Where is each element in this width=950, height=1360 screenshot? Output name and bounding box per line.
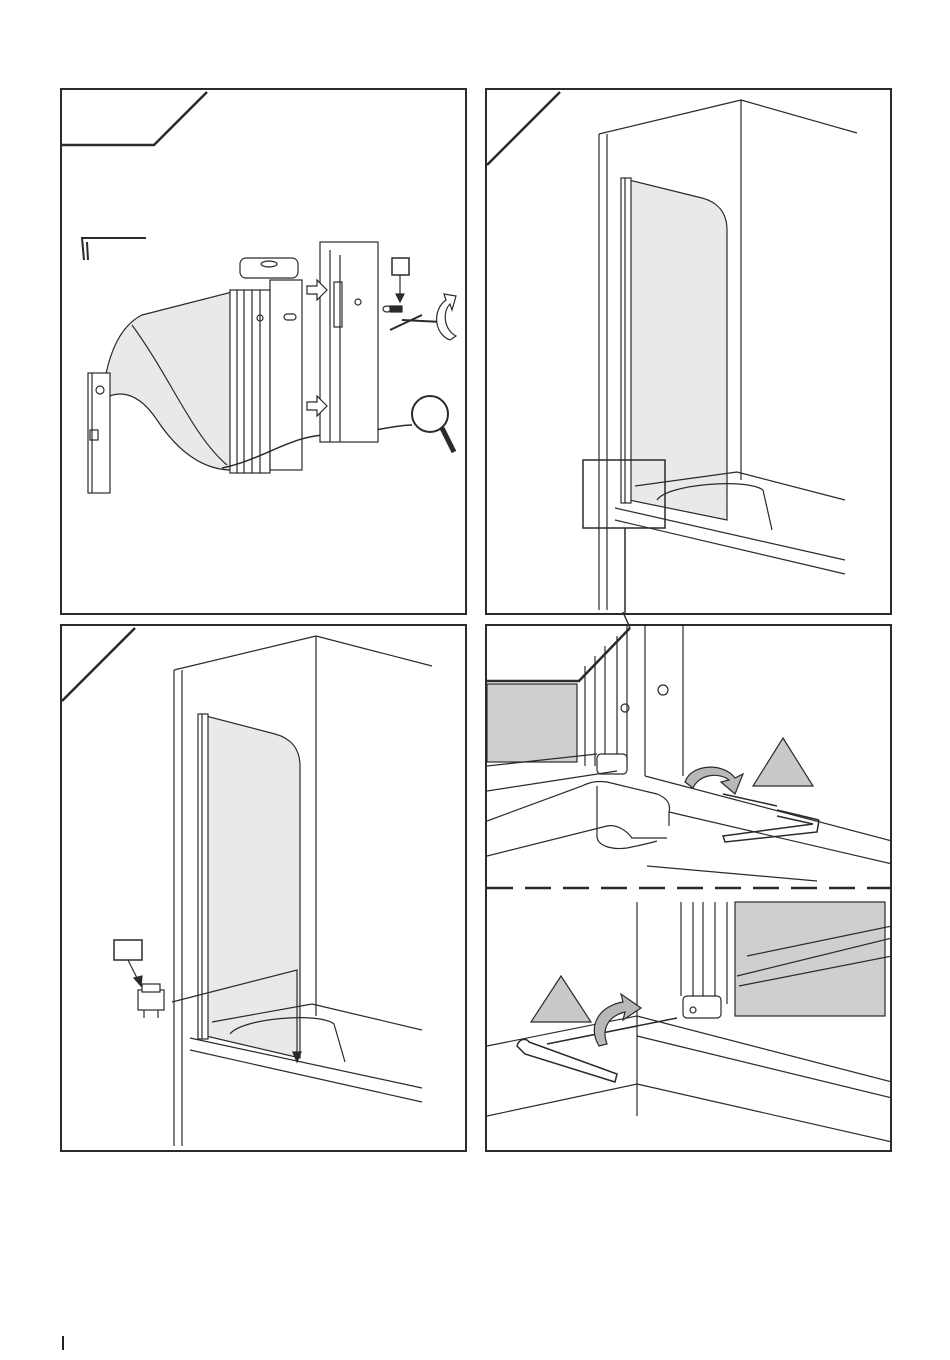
step-tab <box>62 92 207 145</box>
profile <box>621 178 631 503</box>
rotate-arrow-icon <box>437 294 456 340</box>
profile <box>198 714 208 1039</box>
step-panel-2 <box>485 88 892 615</box>
step-panel-4 <box>485 624 892 1152</box>
glass-detail-bottom <box>735 902 885 1016</box>
step-tab <box>487 92 560 165</box>
handle-part <box>88 373 110 493</box>
magnifier-icon <box>412 396 454 452</box>
clip-part-icon <box>138 984 164 1018</box>
step-tab <box>487 628 630 681</box>
illustration-clip-mounting <box>62 626 467 1152</box>
screw-icon <box>383 306 442 330</box>
illustration-profile-mounting <box>62 90 467 615</box>
step-panel-1 <box>60 88 467 615</box>
page-number-mark <box>62 1336 64 1350</box>
warning-triangle-icon <box>531 976 591 1022</box>
tub-edge-top <box>487 754 892 881</box>
allen-key-icon <box>82 238 146 260</box>
step-tab <box>62 628 135 701</box>
step-panel-3 <box>60 624 467 1152</box>
profile-detail-top <box>585 626 683 776</box>
rotate-arrow-icon <box>685 767 743 794</box>
warning-triangle-icon <box>753 738 813 786</box>
profile-rails <box>230 258 302 473</box>
profile-detail-bottom <box>637 902 727 1018</box>
wall-profile <box>320 242 378 442</box>
part-label-box <box>392 258 409 275</box>
glass-panel <box>206 716 300 1058</box>
glass-detail-top <box>487 684 577 762</box>
glass-panel-curve <box>102 292 232 470</box>
pointer-arrowhead <box>134 976 142 986</box>
illustration-screen-installed <box>487 90 892 615</box>
illustration-detail-adjustment <box>487 626 892 1152</box>
glass-panel <box>629 180 727 520</box>
pointer-arrowhead <box>396 294 404 302</box>
part-label-box <box>114 940 142 960</box>
